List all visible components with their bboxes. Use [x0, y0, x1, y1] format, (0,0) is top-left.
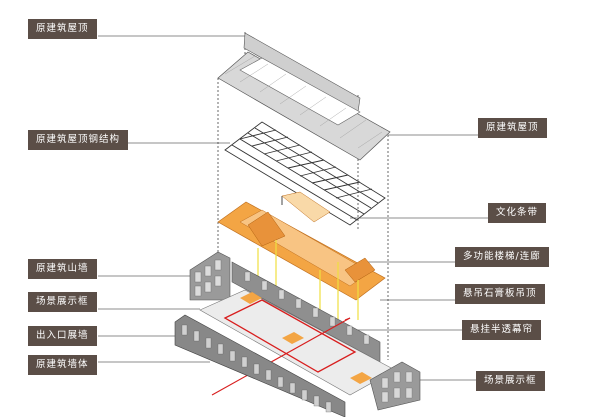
- label-roof-top: 原建筑屋顶: [28, 19, 97, 39]
- label-gypsum-ceiling: 悬吊石膏板吊顶: [455, 284, 545, 304]
- label-roof-right: 原建筑屋顶: [478, 118, 547, 138]
- label-scene-frame-left: 场景展示框: [28, 292, 97, 312]
- front-wall-shape: [174, 314, 346, 417]
- label-culture-strip: 文化条带: [488, 203, 547, 223]
- label-roof-steel: 原建筑屋顶钢结构: [28, 130, 129, 150]
- floor-shape: [199, 289, 396, 396]
- label-scene-frame-right: 场景展示框: [476, 371, 545, 391]
- label-entrance-wall: 出入口展墙: [28, 326, 97, 346]
- label-curtain: 悬挂半透幕帘: [462, 320, 542, 340]
- label-wall-body: 原建筑墙体: [28, 355, 97, 375]
- red-axis-lines: [211, 317, 351, 396]
- roof-top-shape: [217, 32, 391, 161]
- label-stair-ramp: 多功能楼梯/连廊: [455, 247, 549, 267]
- label-gable-wall: 原建筑山墙: [28, 259, 97, 279]
- right-gable-shape: [369, 361, 421, 411]
- gable-wall-shape: [189, 251, 231, 301]
